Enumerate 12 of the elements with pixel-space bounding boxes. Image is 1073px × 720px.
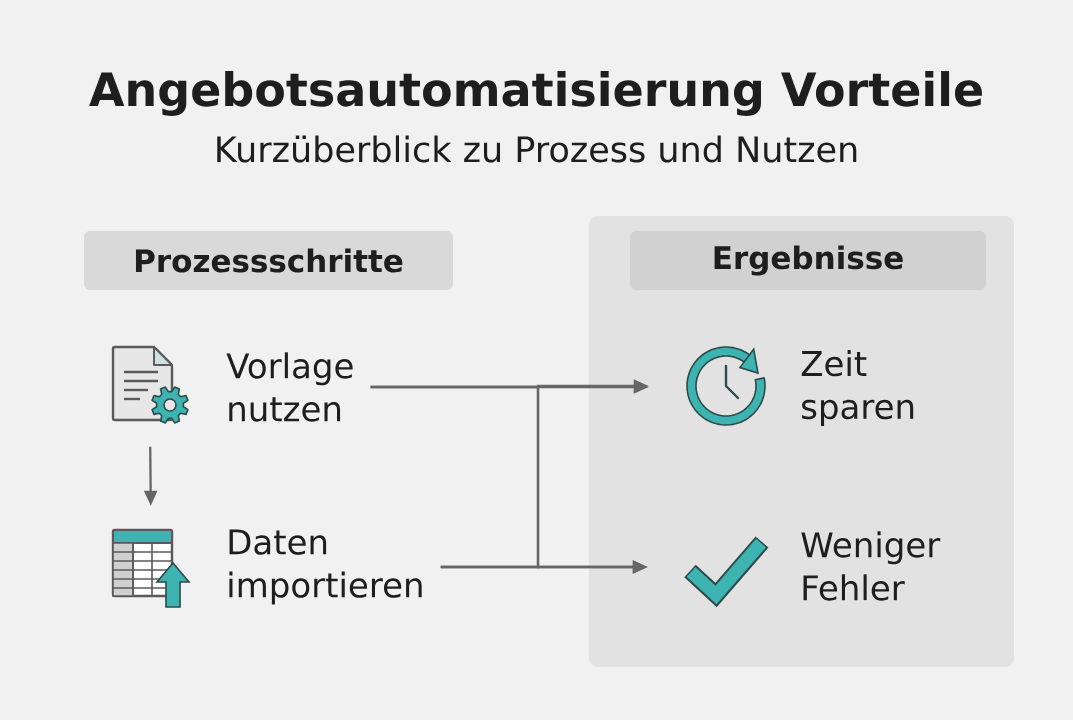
header-band: Ergebnisse (630, 231, 986, 290)
step-label: Daten importieren (229, 529, 422, 605)
document-gear-icon (111, 345, 189, 424)
subtitle: Kurzüberblick zu Prozess und Nutzen (217, 135, 857, 163)
title: Angebotsautomatisierung Vorteile (89, 71, 982, 116)
header-band: Prozessschritte (84, 231, 453, 290)
result-label: Zeit sparen (801, 350, 914, 426)
result-label: Weniger Fehler (801, 531, 941, 601)
checkmark-icon (684, 536, 769, 608)
table-upload-icon (111, 528, 191, 608)
clock-icon (686, 346, 766, 426)
step-label: Vorlage nutzen (226, 352, 353, 422)
